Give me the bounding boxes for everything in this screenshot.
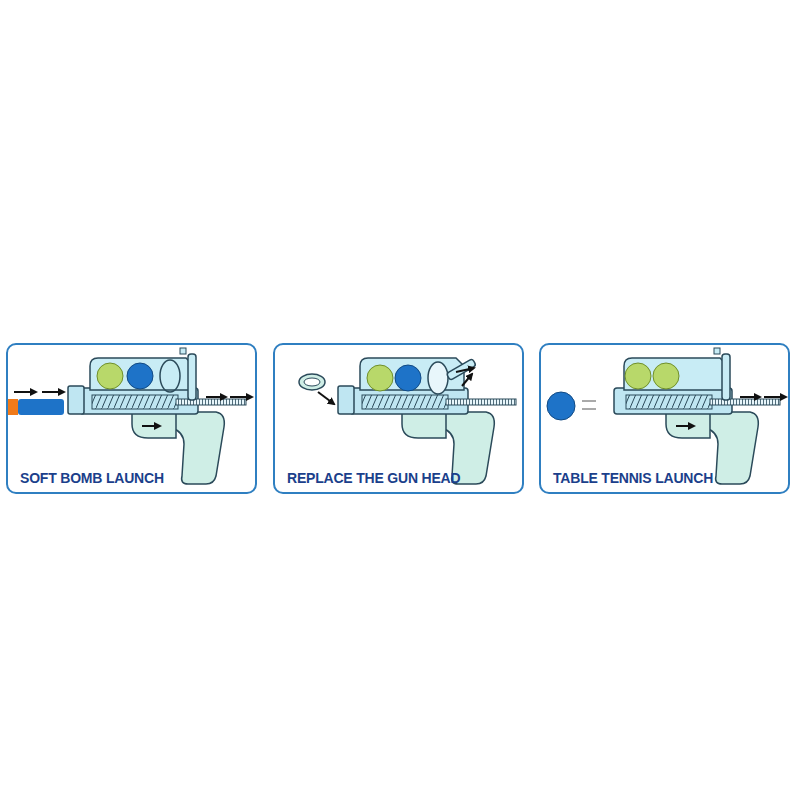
step-panel: REPLACE THE GUN HEAD bbox=[273, 343, 524, 494]
step-caption: REPLACE THE GUN HEAD bbox=[287, 470, 460, 486]
step-caption: SOFT BOMB LAUNCH bbox=[20, 470, 164, 486]
step-panel: SOFT BOMB LAUNCH bbox=[6, 343, 257, 494]
step-panel: TABLE TENNIS LAUNCH bbox=[539, 343, 790, 494]
step-caption: TABLE TENNIS LAUNCH bbox=[553, 470, 713, 486]
